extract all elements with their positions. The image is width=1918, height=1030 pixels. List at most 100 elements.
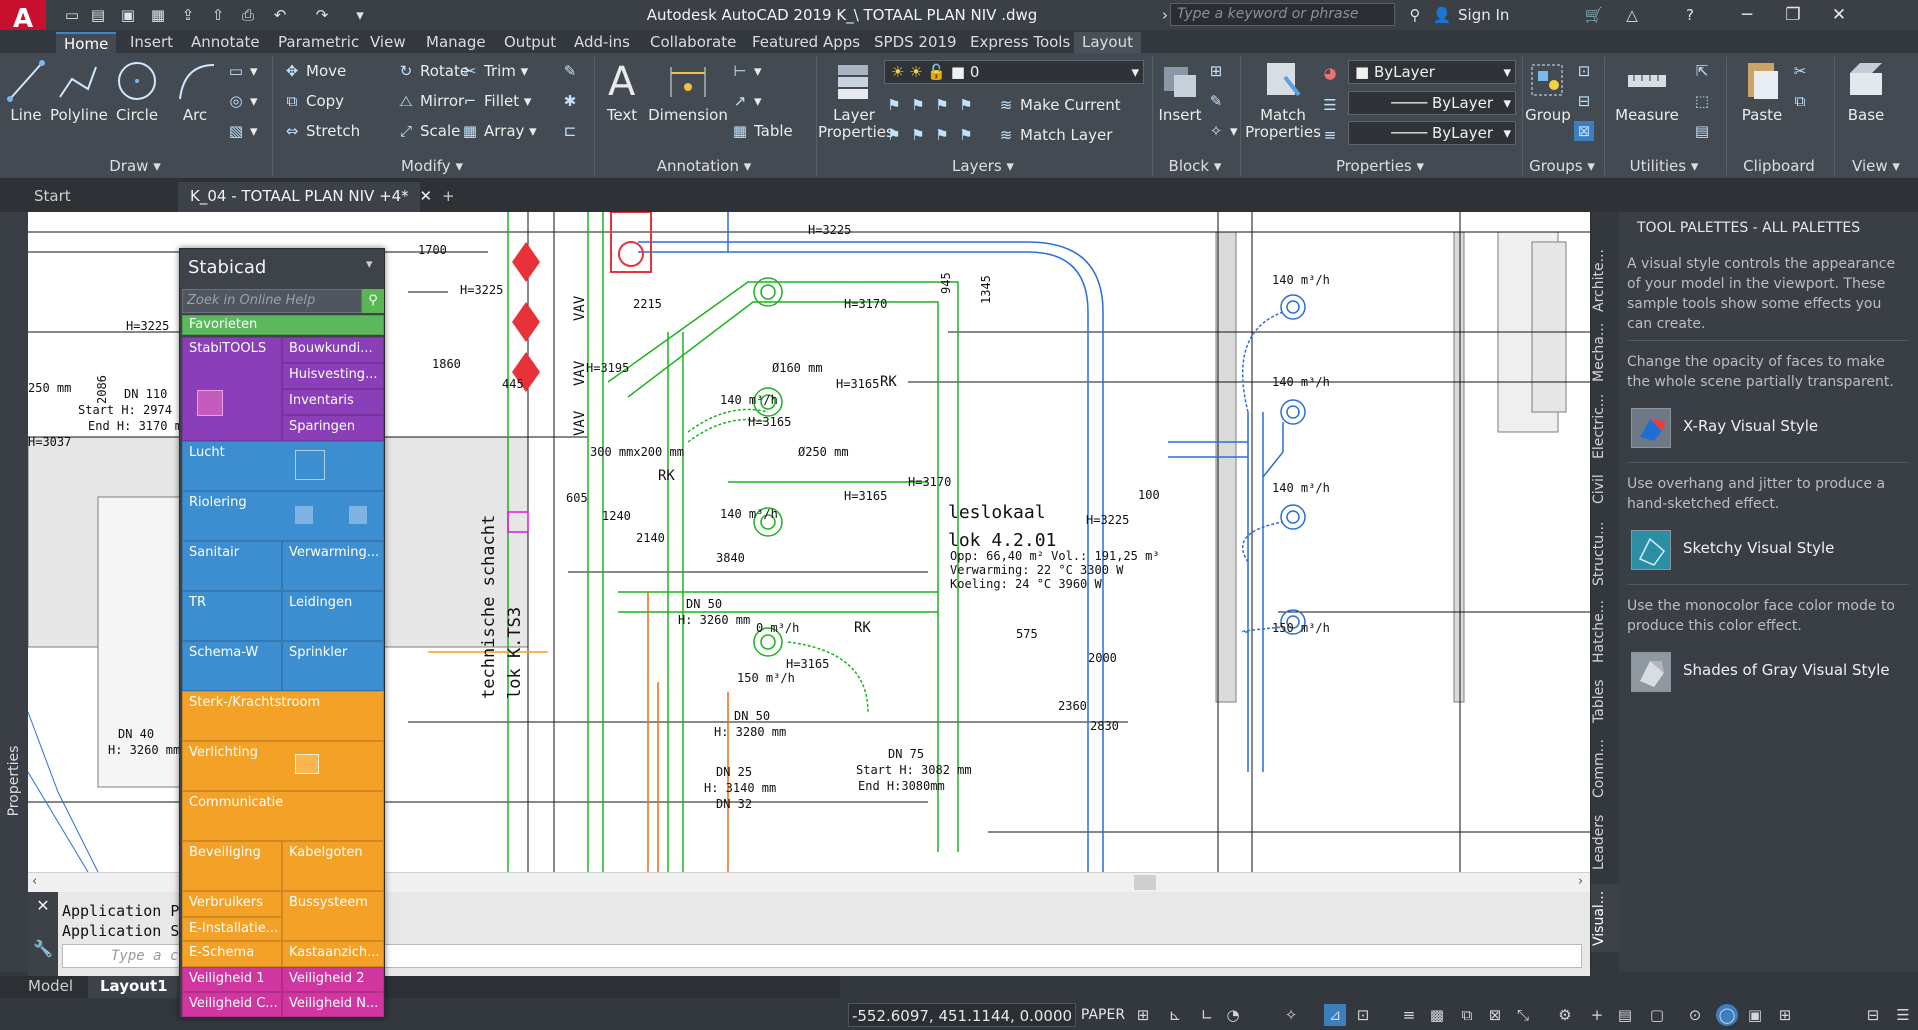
layers-panel-title[interactable]: Layers ▾ (952, 157, 1014, 175)
palette-tab-visual[interactable]: Visual... (1591, 884, 1619, 952)
palette-tab-architecture[interactable]: Archite... (1591, 249, 1607, 313)
trim-button[interactable]: ✂Trim ▾ (460, 61, 529, 83)
leader-icon[interactable]: ↗▾ (733, 92, 762, 110)
move-button[interactable]: ✥Move (282, 61, 347, 83)
verlichting-button[interactable]: Verlichting (182, 741, 384, 791)
binoculars-icon[interactable]: ⚲ (1409, 6, 1421, 24)
tab-home[interactable]: Home (56, 32, 117, 53)
inventaris-button[interactable]: Inventaris (282, 389, 384, 415)
lineweight-combo[interactable]: ──── ByLayer▾ (1348, 121, 1516, 145)
utilities-panel-title[interactable]: Utilities ▾ (1629, 157, 1699, 175)
expand-icon[interactable]: › (1162, 6, 1168, 24)
measure-button[interactable]: Measure (1612, 57, 1682, 124)
create-block-icon[interactable]: ⊞ (1209, 62, 1223, 80)
block-panel-title[interactable]: Block ▾ (1168, 157, 1222, 175)
menu-icon[interactable]: ☰ (1896, 1006, 1910, 1024)
coordinate-readout[interactable]: -552.6097, 451.1144, 0.0000 (848, 1003, 1076, 1027)
properties-label[interactable]: Properties (6, 745, 22, 817)
view-panel-title[interactable]: View ▾ (1852, 157, 1900, 175)
palette-tab-tables[interactable]: Tables (1591, 679, 1607, 723)
minimize-icon[interactable]: ─ (1741, 5, 1753, 25)
redo-icon[interactable]: ↷ (315, 6, 329, 24)
favorieten-button[interactable]: Favorieten (182, 315, 384, 335)
sprinkler-button[interactable]: Sprinkler (282, 641, 384, 691)
scroll-right-icon[interactable]: › (1578, 874, 1584, 889)
copy-clip-icon[interactable]: ⧉ (1794, 92, 1806, 110)
annotation-panel-title[interactable]: Annotation ▾ (656, 157, 752, 175)
paper-space-toggle[interactable]: PAPER (1080, 1007, 1126, 1023)
groups-panel-title[interactable]: Groups ▾ (1529, 157, 1595, 175)
array-button[interactable]: ▦Array ▾ (460, 121, 537, 143)
sanitair-button[interactable]: Sanitair (182, 541, 282, 591)
stabicad-search-icon[interactable]: ⚲ (362, 289, 384, 313)
group-select-icon[interactable]: ⊠ (1574, 121, 1598, 143)
lineweight-icon[interactable]: ≡ (1323, 126, 1337, 144)
scroll-thumb[interactable] (1134, 875, 1156, 890)
tab-spds[interactable]: SPDS 2019 (874, 33, 957, 51)
dynamic-ucs-icon[interactable]: ⤡ (1516, 1006, 1529, 1024)
veiligheid-2-button[interactable]: Veiligheid 2 (282, 967, 384, 992)
linetype-combo[interactable]: ──── ByLayer▾ (1348, 91, 1516, 115)
tab-parametric[interactable]: Parametric (278, 33, 360, 51)
ortho-icon[interactable]: ∟ (1200, 1006, 1214, 1024)
group-edit-icon[interactable]: ⊟ (1577, 92, 1591, 110)
properties-panel-title[interactable]: Properties ▾ (1335, 157, 1425, 175)
shades-of-gray-visual-style-tool[interactable]: Shades of Gray Visual Style (1631, 652, 1901, 692)
ungroup-icon[interactable]: ⊡ (1577, 62, 1591, 80)
group-button[interactable]: Group (1524, 57, 1572, 124)
e-installatie-button[interactable]: E-Installatie... (182, 917, 282, 941)
color-combo[interactable]: ■ ByLayer▾ (1348, 60, 1516, 84)
tab-collaborate[interactable]: Collaborate (650, 33, 737, 51)
circle-button[interactable]: Circle (114, 59, 160, 124)
scroll-left-icon[interactable]: ‹ (32, 874, 38, 889)
units-icon[interactable]: ⊙ (1688, 1006, 1702, 1024)
properties-strip[interactable]: Properties (0, 212, 28, 972)
kabelgoten-button[interactable]: Kabelgoten (282, 841, 384, 891)
make-current-button[interactable]: ≋Make Current (996, 95, 1121, 117)
xray-visual-style-tool[interactable]: X-Ray Visual Style (1631, 408, 1901, 448)
horizontal-scrollbar[interactable]: ‹ › (28, 872, 1590, 892)
snap-icon[interactable]: ⊾ (1168, 1006, 1182, 1024)
palette-tab-command[interactable]: Comm... (1591, 739, 1607, 799)
block-attr-icon[interactable]: ✧▾ (1209, 122, 1238, 140)
layer-tools-row2[interactable]: ⚑⚑⚑⚑ (887, 126, 973, 144)
rectangle-icon[interactable]: ▭▾ (228, 62, 258, 80)
cut-icon[interactable]: ✂ (1793, 62, 1807, 80)
start-tab[interactable]: Start (34, 187, 71, 205)
schema-w-button[interactable]: Schema-W (182, 641, 282, 691)
properties-toggle-icon[interactable]: ▤ (1617, 1006, 1633, 1024)
lucht-button[interactable]: Lucht (182, 441, 384, 491)
huisvesting-button[interactable]: Huisvesting... (282, 363, 384, 389)
qa-dropdown-icon[interactable]: ▾ (356, 6, 364, 24)
tab-add-ins[interactable]: Add-ins (574, 33, 630, 51)
clean-screen-icon[interactable]: ⊞ (1778, 1006, 1792, 1024)
sterk-krachtstroom-button[interactable]: Sterk-/Krachtstroom (182, 691, 384, 741)
beveiliging-button[interactable]: Beveiliging (182, 841, 282, 891)
edit-block-icon[interactable]: ✎ (1209, 92, 1223, 110)
open-icon[interactable]: ▤ (90, 6, 106, 24)
palette-tab-electrical[interactable]: Electric... (1591, 393, 1607, 459)
object-snap-icon[interactable]: ⊿ (1324, 1004, 1346, 1026)
tab-express-tools[interactable]: Express Tools (970, 33, 1071, 51)
communicatie-button[interactable]: Communicatie (182, 791, 384, 841)
color-wheel-icon[interactable]: ◕ (1323, 64, 1337, 82)
close-tab-icon[interactable]: ✕ (419, 187, 433, 205)
linetype-icon[interactable]: ☰ (1323, 96, 1337, 114)
draw-panel-title[interactable]: Draw ▾ (109, 157, 161, 175)
stretch-button[interactable]: ⇔Stretch (282, 121, 360, 143)
settings-gear-icon[interactable]: ⚙ (1558, 1006, 1572, 1024)
tab-manage[interactable]: Manage (426, 33, 486, 51)
save-icon[interactable]: ▣ (120, 6, 136, 24)
polyline-button[interactable]: Polyline (50, 59, 108, 124)
help-icon[interactable]: ? (1686, 6, 1694, 24)
base-button[interactable]: Base (1840, 57, 1892, 124)
palette-tab-leaders[interactable]: Leaders (1591, 814, 1607, 870)
save-as-icon[interactable]: ▦ (150, 6, 166, 24)
veiligheid-n-button[interactable]: Veiligheid N... (282, 992, 384, 1017)
bouwkundig-button[interactable]: Bouwkundi... (282, 337, 384, 363)
leidingen-button[interactable]: Leidingen (282, 591, 384, 641)
rotate-button[interactable]: ↻Rotate (396, 61, 469, 83)
polar-icon[interactable]: ◔ (1226, 1006, 1240, 1024)
new-icon[interactable]: ▭ (64, 6, 80, 24)
sign-in-link[interactable]: Sign In (1458, 6, 1510, 24)
